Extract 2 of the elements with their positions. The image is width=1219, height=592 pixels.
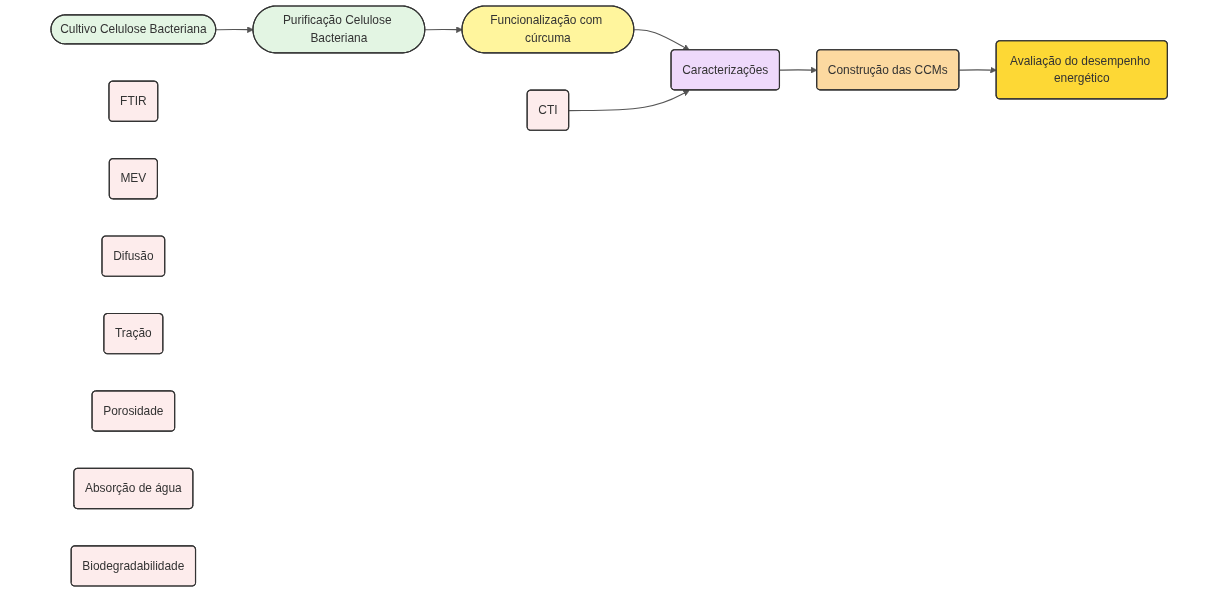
arrow xyxy=(779,66,818,74)
arrow xyxy=(215,26,254,33)
